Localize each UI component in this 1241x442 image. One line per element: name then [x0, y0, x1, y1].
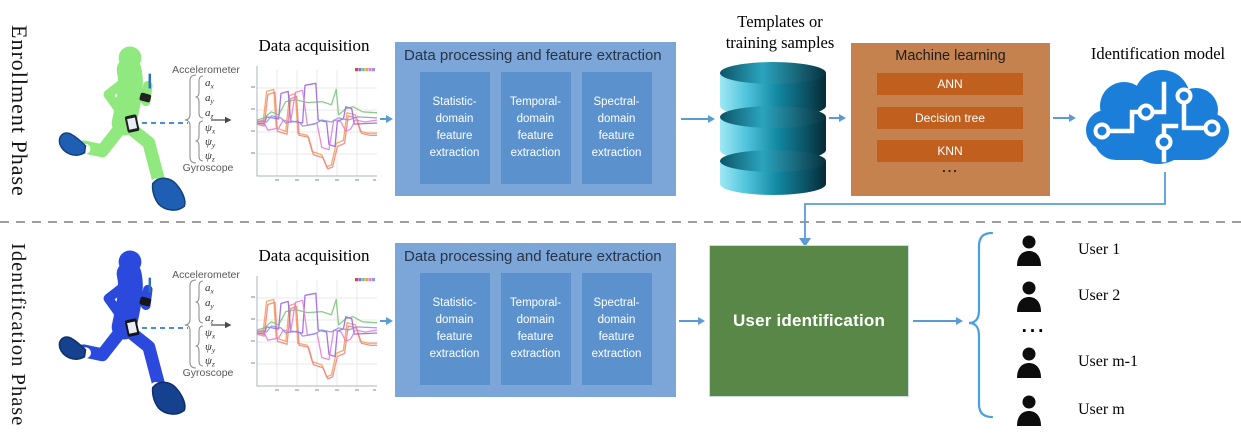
data-processing-box: Data processing and feature extraction S…: [395, 243, 676, 397]
signal-plot: [251, 276, 378, 391]
svg-text:ψy: ψy: [205, 341, 216, 355]
enrollment-phase-label: Enrollment Phase: [7, 25, 32, 197]
user-label: User 2: [1078, 287, 1121, 304]
data-processing-title: Data processing and feature extraction: [404, 47, 662, 64]
svg-text:ax: ax: [205, 282, 215, 296]
svg-text:ψz: ψz: [205, 150, 215, 164]
users-ellipsis: ...: [1021, 316, 1047, 337]
user-icon: [1017, 395, 1041, 426]
sensor-output-arrow: [211, 116, 232, 124]
arrow-plot-to-processing: [380, 317, 393, 325]
sensor-output-arrow: [211, 321, 232, 329]
signal-line: [256, 82, 378, 148]
gyroscope-label: Gyroscope: [182, 367, 234, 379]
user-label: User m-1: [1078, 353, 1138, 370]
sensor-dashed-link: [142, 327, 188, 329]
ml-item-knn: KNN: [877, 140, 1023, 162]
signal-line: [256, 88, 378, 121]
svg-text:az: az: [205, 312, 214, 326]
svg-text:ay: ay: [205, 92, 215, 106]
arrow-processing-to-identification: [679, 317, 705, 325]
rear-shoe: [58, 132, 87, 156]
sensor-dashed-link: [142, 122, 188, 124]
arrow-ml-to-model: [1053, 114, 1076, 122]
spectral-domain-box: Spectral-domain feature extraction: [581, 72, 652, 184]
temporal-domain-box: Temporal-domain feature extraction: [500, 273, 571, 385]
phone-sensor-icon: [124, 114, 140, 133]
brace-gyro: [195, 120, 204, 162]
plot-axes: [256, 276, 377, 387]
svg-text:ay: ay: [205, 297, 215, 311]
signal-line: [256, 301, 377, 380]
arrow-identification-to-users: [913, 317, 963, 325]
brace-accel: [195, 75, 204, 119]
accelerometer-label: Accelerometer: [172, 64, 240, 76]
signal-line: [256, 292, 378, 358]
rear-shoe: [58, 336, 87, 360]
user-icon: [1017, 235, 1041, 266]
identification-phase-label: Identification Phase: [7, 243, 29, 427]
brain-circuit-cloud-icon: [1086, 70, 1229, 164]
runner-icon: [58, 250, 186, 415]
sensor-axes-diagram: ax ay az ψx ψy ψz: [184, 74, 232, 164]
user-icon: [1017, 281, 1041, 312]
gyroscope-label: Gyroscope: [182, 162, 234, 174]
axis-tick-marks: [251, 296, 376, 391]
spectral-domain-box: Spectral-domain feature extraction: [581, 273, 652, 385]
signal-line: [256, 298, 378, 331]
front-shoe: [151, 177, 186, 211]
svg-text:ax: ax: [205, 77, 215, 91]
phone-sensor-icon: [124, 318, 140, 337]
arrow-templates-to-ml: [829, 114, 846, 122]
signal-line: [256, 325, 378, 337]
axis-tick-marks: [251, 86, 376, 181]
data-processing-box: Data processing and feature extraction S…: [395, 42, 676, 196]
plot-axes: [256, 66, 377, 177]
ml-item-ann: ANN: [877, 73, 1023, 95]
ml-item-decision-tree: Decision tree: [877, 107, 1023, 129]
arrow-plot-to-processing: [380, 115, 393, 123]
data-acquisition-title: Data acquisition: [258, 246, 370, 265]
temporal-domain-box: Temporal-domain feature extraction: [500, 72, 571, 184]
user-identification-box: User identification: [709, 245, 909, 397]
arrow-processing-to-templates: [681, 115, 715, 123]
user-label: User m: [1078, 401, 1125, 418]
svg-text:ψz: ψz: [205, 355, 215, 369]
svg-text:az: az: [205, 107, 214, 121]
svg-text:ψx: ψx: [205, 327, 216, 341]
front-shoe: [151, 381, 186, 415]
user-label: User 1: [1078, 241, 1121, 258]
ml-more-ellipsis: ...: [942, 160, 959, 175]
user-icon: [1017, 347, 1041, 378]
sensor-axes-cluster: Accelerometer ax ay az ψx ψy ψz Gyroscop…: [172, 263, 300, 383]
phase-divider-line: [0, 221, 1241, 223]
smartwatch-icon: [139, 296, 152, 307]
sensor-axes-diagram: ax ay az ψx ψy ψz: [184, 279, 232, 369]
sensor-axes-cluster: Accelerometer ax ay az ψx ψy ψz Gyroscop…: [172, 58, 300, 178]
database-icon: [720, 62, 826, 195]
signal-line: [256, 91, 377, 170]
signal-line: [256, 115, 378, 127]
plot-legend: [355, 68, 375, 72]
model-to-identification-connector: [799, 172, 1166, 247]
statistic-domain-box: Statistic-domain feature extraction: [419, 72, 490, 184]
svg-text:ψy: ψy: [205, 136, 216, 150]
machine-learning-title: Machine learning: [895, 48, 1006, 64]
smartwatch-icon: [139, 92, 152, 103]
users-brace: [968, 231, 994, 419]
plot-legend: [355, 278, 375, 282]
data-processing-title: Data processing and feature extraction: [404, 248, 662, 265]
svg-text:ψx: ψx: [205, 122, 216, 136]
machine-learning-box: Machine learning ANN Decision tree KNN .…: [851, 43, 1050, 196]
data-acquisition-title: Data acquisition: [258, 36, 370, 55]
user-identification-label: User identification: [732, 311, 886, 330]
brace-all: [184, 74, 197, 164]
signal-plot: [251, 66, 378, 181]
statistic-domain-box: Statistic-domain feature extraction: [419, 273, 490, 385]
runner-icon: [58, 46, 186, 211]
identification-model-title: Identification model: [1090, 44, 1226, 63]
accelerometer-label: Accelerometer: [172, 269, 240, 281]
templates-title: Templates or training samples: [725, 12, 835, 52]
